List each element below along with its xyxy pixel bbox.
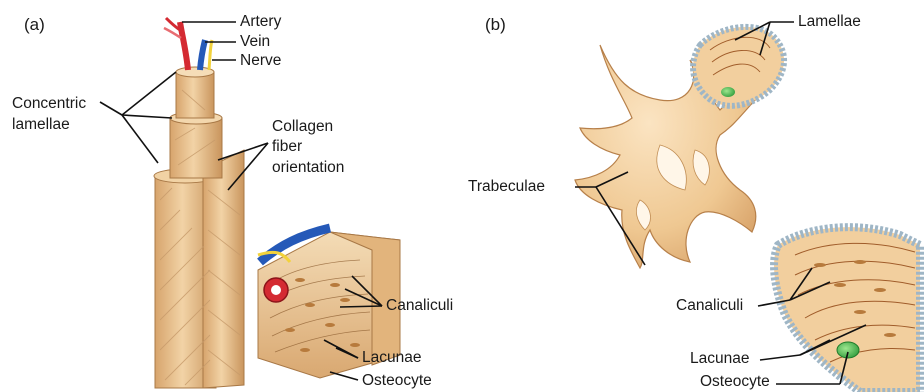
canaliculi-label-a: Canaliculi (386, 297, 453, 315)
osteocyte-label-b: Osteocyte (700, 373, 770, 391)
lacunae-label-b: Lacunae (690, 350, 749, 368)
osteocyte-label-a: Osteocyte (362, 372, 432, 390)
spongy-bone-trabeculae (575, 27, 784, 268)
panel-b-letter: (b) (485, 16, 506, 34)
collagen-label-line3: orientation (272, 159, 344, 177)
collagen-label-line2: fiber (272, 138, 302, 156)
lower-trabecula-section (774, 227, 920, 392)
concentric-label-line2: lamellae (12, 116, 70, 134)
upper-osteocyte (721, 87, 735, 97)
lacunae-label-a: Lacunae (362, 349, 421, 367)
artery-label: Artery (240, 13, 281, 31)
cut-lamella (203, 150, 244, 388)
inner-lamella (176, 72, 214, 118)
artery-vessel (180, 22, 188, 70)
middle-lamella (170, 118, 222, 178)
vein-label: Vein (240, 33, 270, 51)
collagen-label-line1: Collagen (272, 118, 333, 136)
trabeculae-label: Trabeculae (468, 178, 545, 196)
canaliculi-label-b: Canaliculi (676, 297, 743, 315)
nerve-label: Nerve (240, 52, 281, 70)
nerve-fiber (209, 40, 212, 70)
lamellae-label-b: Lamellae (798, 13, 861, 31)
compact-bone-osteon (100, 18, 268, 388)
panel-a-letter: (a) (24, 16, 45, 34)
vein-vessel (200, 40, 205, 70)
lower-osteocyte (837, 342, 859, 358)
concentric-label-line1: Concentric (12, 95, 86, 113)
